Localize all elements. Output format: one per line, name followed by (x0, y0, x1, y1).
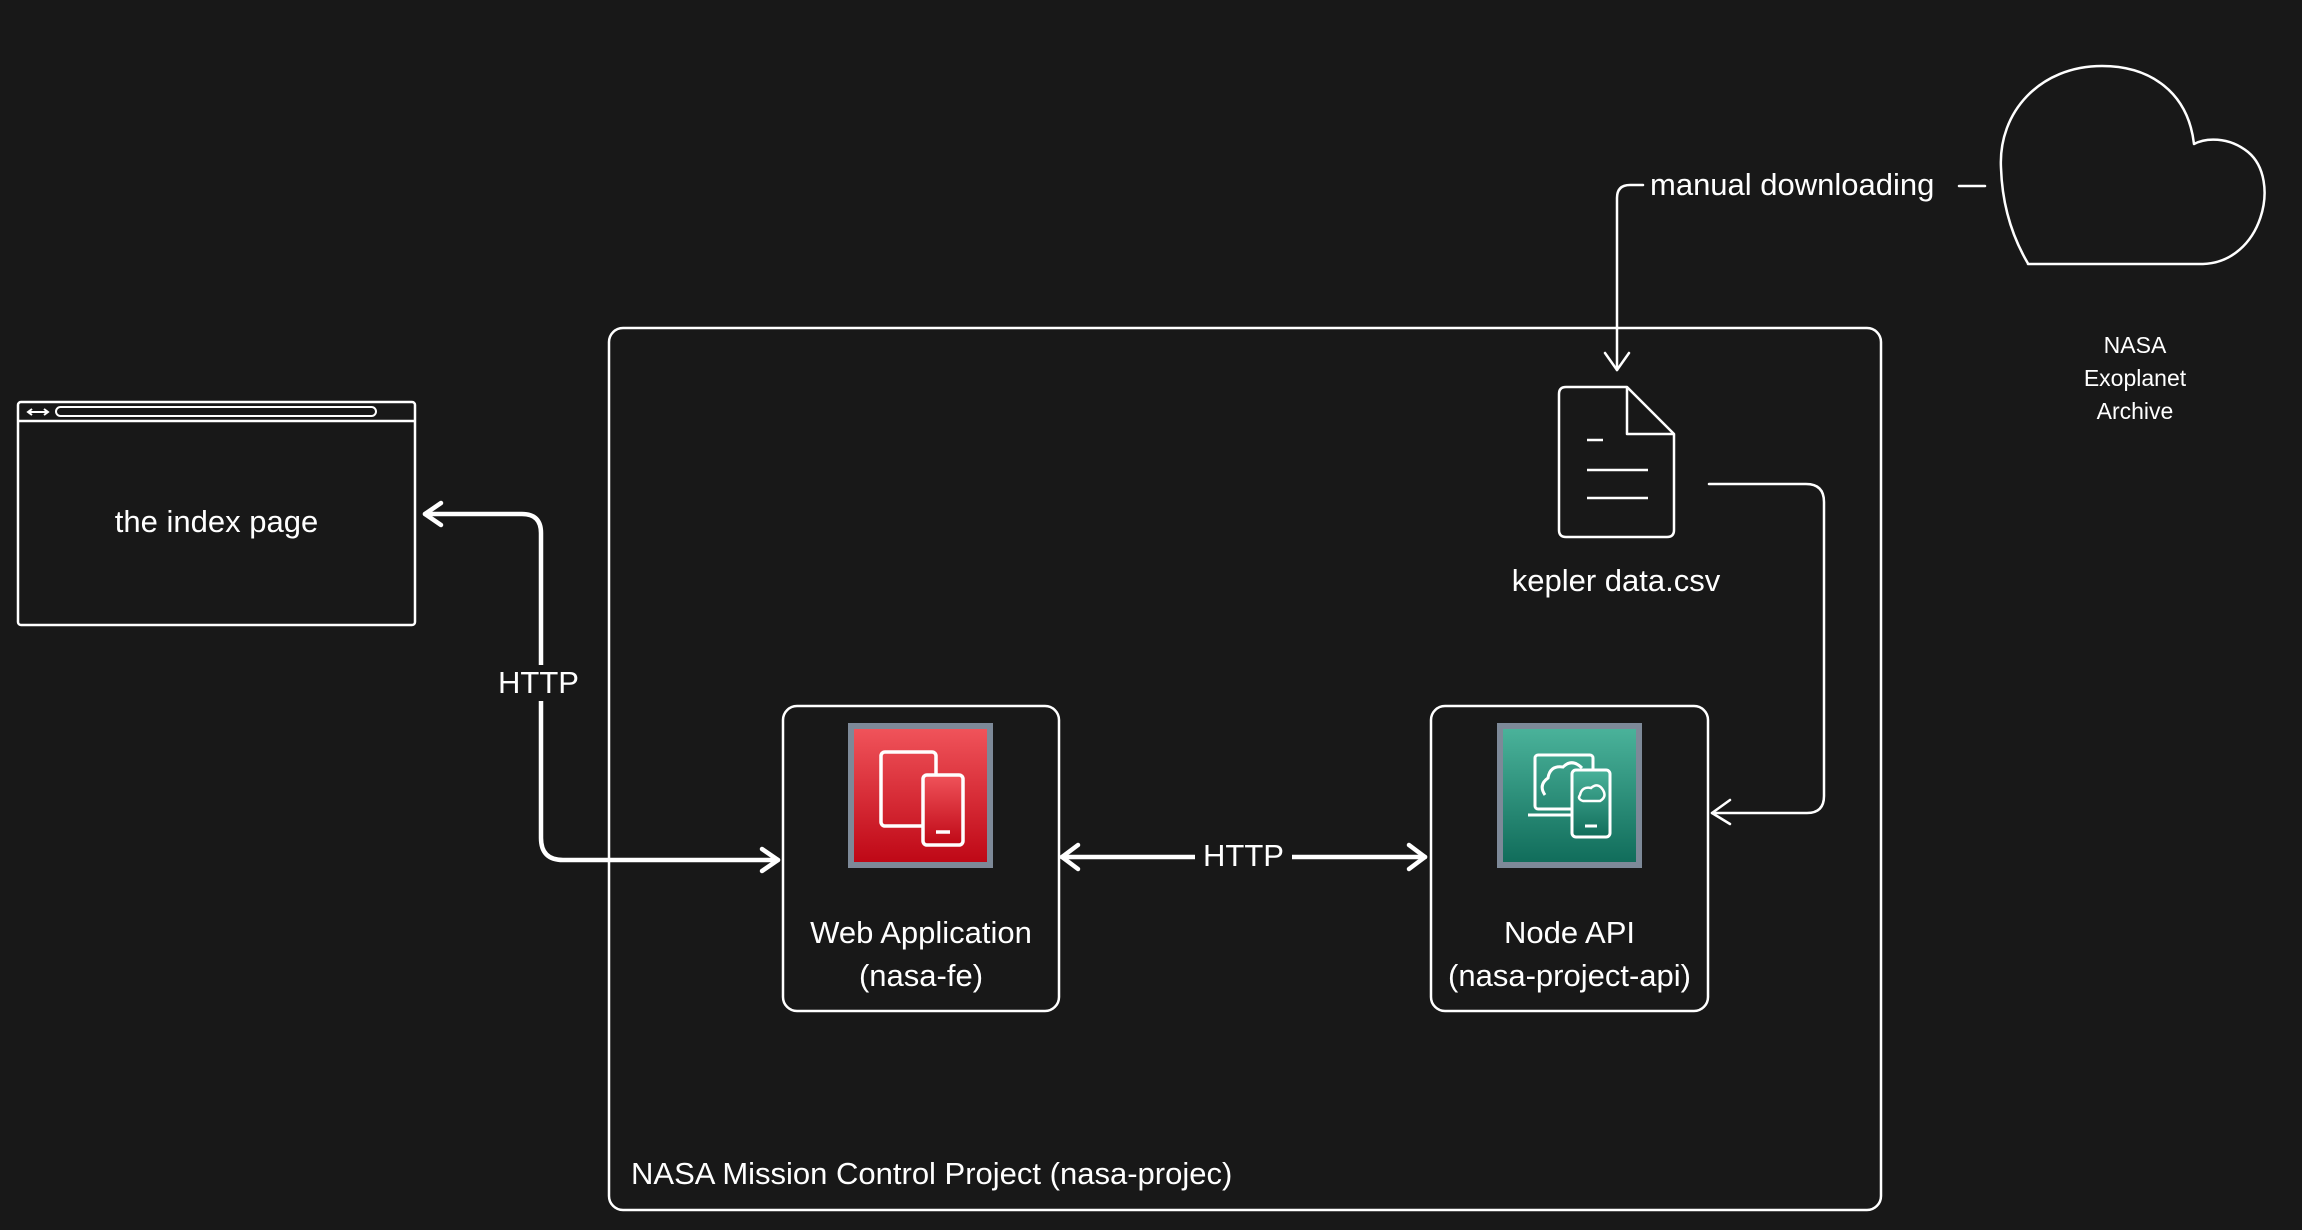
node-api-node (1429, 704, 1710, 1013)
archive-label-line3: Archive (2096, 398, 2174, 424)
mobile-devices-icon (848, 723, 993, 868)
http-label-left: HTTP (490, 665, 587, 701)
download-label: manual downloading (1650, 167, 1935, 202)
project-label: NASA Mission Control Project (nasa-proje… (631, 1156, 1233, 1191)
web-app-label-line1: Web Application (810, 915, 1032, 950)
document-icon (1557, 385, 1676, 539)
browser-label: the index page (114, 504, 319, 539)
archive-label-line1: NASA (2103, 332, 2167, 358)
cloud-icon (1999, 64, 2266, 266)
node-api-label-line1: Node API (1504, 915, 1635, 950)
archive-label: NASA Exoplanet Archive (2035, 329, 2235, 428)
project-container (607, 326, 1883, 1212)
web-app-label: Web Application (nasa-fe) (783, 911, 1059, 997)
web-app-node (781, 704, 1061, 1013)
http-arrow-browser-webapp (422, 500, 781, 874)
node-api-label: Node API (nasa-project-api) (1431, 911, 1708, 997)
csv-to-api-arrow (1707, 482, 1826, 826)
download-arrow (1603, 183, 1987, 372)
csv-file-label: kepler data.csv (1511, 563, 1721, 598)
nav-arrows-icon (26, 408, 50, 416)
node-api-label-line2: (nasa-project-api) (1448, 958, 1691, 993)
cloud-devices-icon (1497, 723, 1642, 868)
http-label-middle: HTTP (1195, 838, 1292, 874)
browser-window (16, 400, 417, 627)
archive-label-line2: Exoplanet (2083, 365, 2187, 391)
web-app-label-line2: (nasa-fe) (858, 958, 984, 993)
